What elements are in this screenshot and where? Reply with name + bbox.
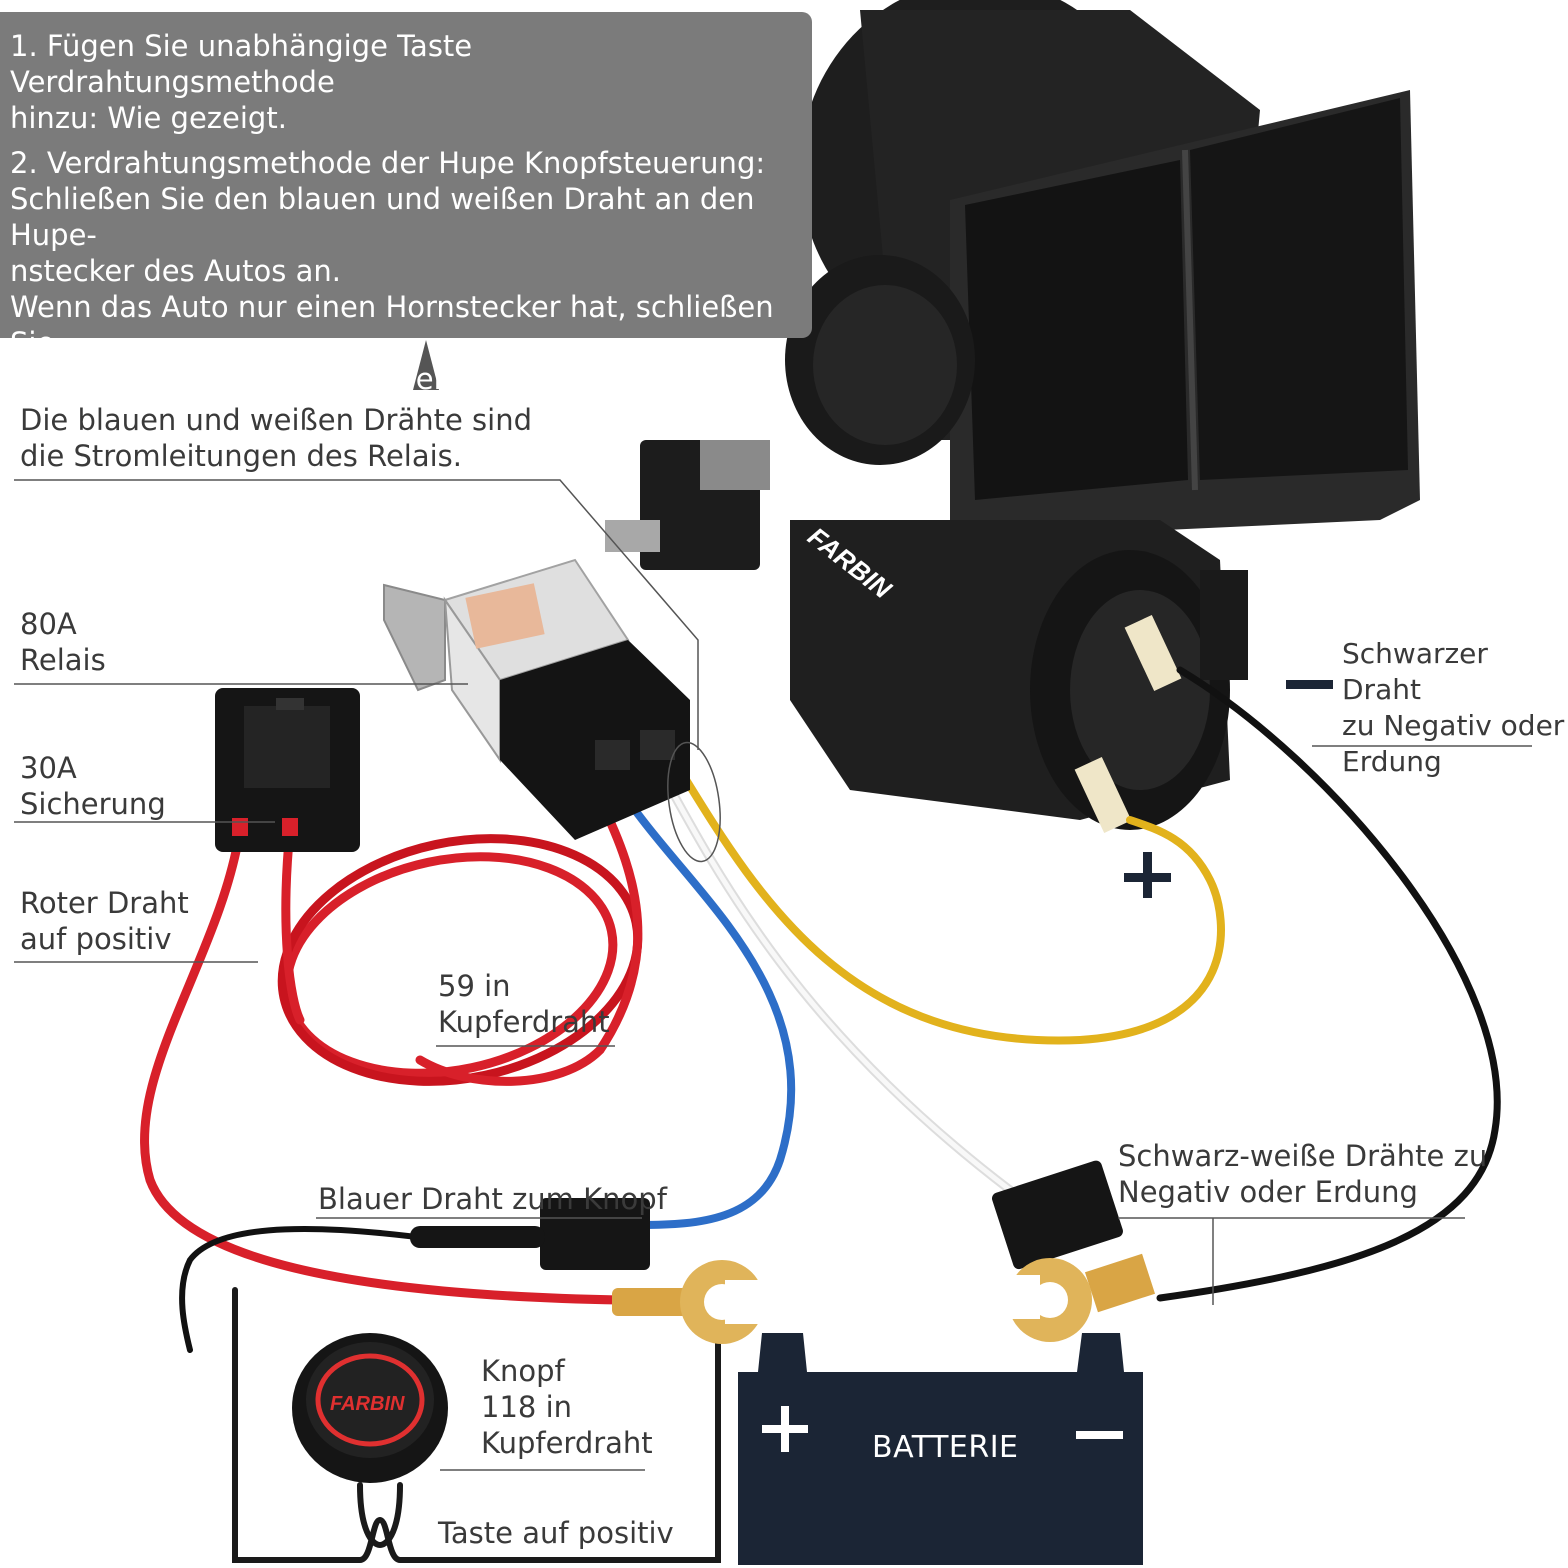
label-copper-59: 59 in Kupferdraht [438,969,610,1039]
button-brand-logo: FARBIN [330,1393,405,1415]
button-cable [232,1287,721,1563]
callout-lines [14,479,1532,1471]
fuse-holder [215,688,360,852]
white-wire [650,755,1015,1195]
yellow-wire [676,766,1225,1045]
label-button-positive: Taste auf positiv [438,1516,674,1550]
relay [383,558,690,840]
blue-wire [631,806,796,1229]
horn-button: FARBIN [292,1333,448,1483]
black-wire [1156,666,1501,1302]
label-fuse: 30A Sicherung [20,751,166,821]
label-blue-wire: Blauer Draht zum Knopf [318,1182,667,1216]
horn [605,0,1420,834]
instruction-box: 1. Fügen Sie unabhängige Taste Verdrahtu… [0,12,812,468]
battery [738,1333,1143,1565]
label-black-white-wires: Schwarz-weiße Drähte zu Negativ oder Erd… [1118,1139,1488,1209]
callout-arrow [413,340,439,390]
wires [140,666,1501,1563]
instruction-step-1: 1. Fügen Sie unabhängige Taste Verdrahtu… [10,29,473,135]
label-relay-wires: Die blauen und weißen Drähte sind die St… [20,403,533,473]
horn-minus-mark [1286,680,1333,689]
positive-ring-terminal [612,1260,785,1344]
label-relay: 80A Relais [20,607,106,677]
label-button: Knopf 118 in Kupferdraht [481,1354,653,1460]
label-black-wire: Schwarzer Draht zu Negativ oder Erdung [1342,637,1565,778]
ground-connector [990,1160,1156,1342]
blue-wire-connector [540,1198,650,1270]
label-red-wire: Roter Draht auf positiv [20,886,189,956]
instruction-step-2: 2. Verdrahtungsmethode der Hupe Knopfste… [10,146,774,468]
battery-label: BATTERIE [872,1430,1019,1465]
